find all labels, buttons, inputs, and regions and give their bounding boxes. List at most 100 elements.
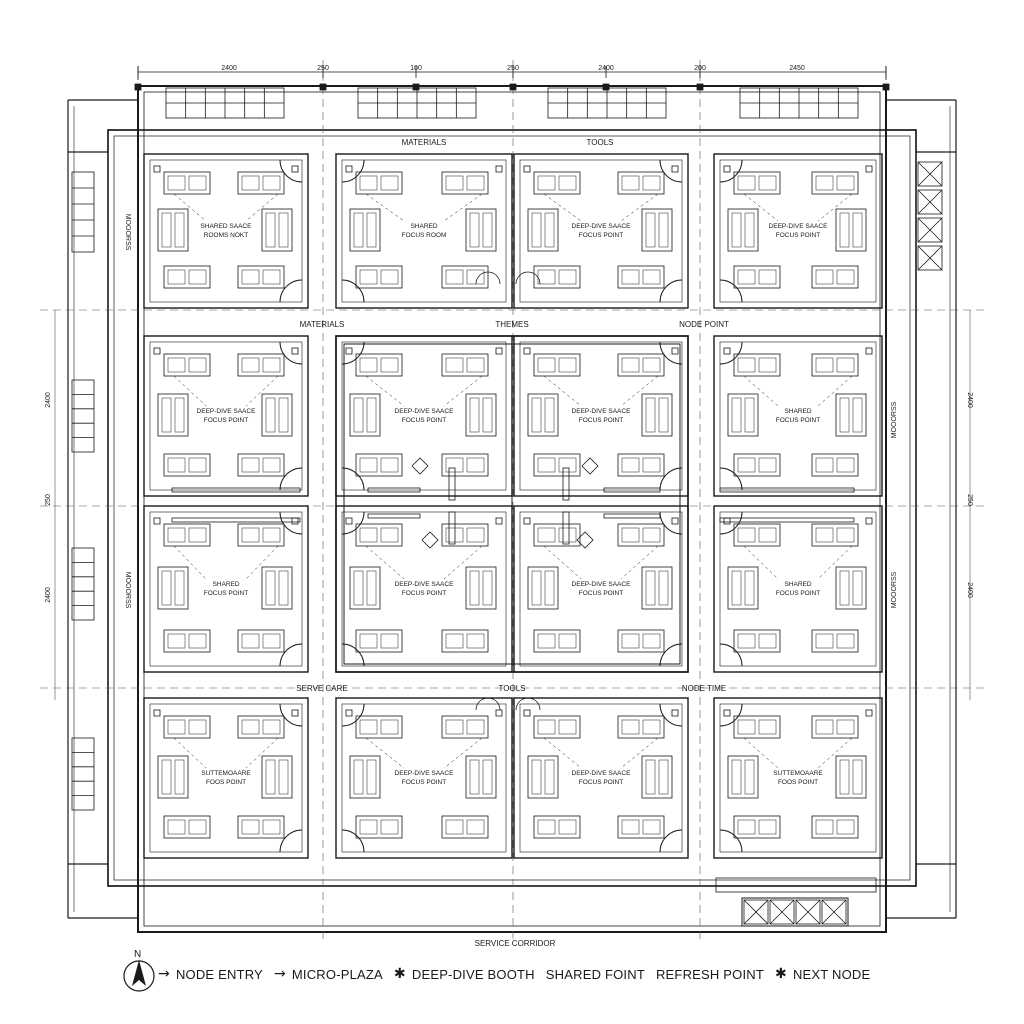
zone-label-materials: MATERIALS	[300, 320, 345, 329]
door-swing	[341, 279, 365, 303]
dimension-label: 2400	[221, 65, 237, 72]
chair	[241, 457, 260, 473]
counter	[603, 513, 661, 519]
chair	[466, 457, 485, 473]
door-swing	[279, 159, 303, 183]
desk-unit	[527, 755, 559, 799]
chair	[731, 570, 742, 606]
room-outline	[143, 335, 309, 497]
sightline	[365, 737, 405, 769]
room-label: DEEP-DIVE SAACE	[395, 770, 455, 777]
desk-unit	[465, 208, 497, 252]
building-structure	[67, 66, 957, 933]
desk-unit	[355, 715, 403, 739]
room-outline	[713, 153, 883, 309]
door-swing	[719, 279, 743, 303]
desk-unit	[533, 815, 581, 839]
room-sublabel: FOCUS POINT	[402, 417, 446, 424]
sightline	[365, 375, 405, 407]
room-block	[713, 697, 883, 859]
chair	[852, 212, 863, 248]
service-box-cross	[917, 189, 943, 215]
workstation-cluster	[723, 517, 873, 653]
chair	[537, 527, 556, 543]
chair	[262, 819, 281, 835]
room-block	[335, 335, 513, 497]
room-label: DEEP-DIVE SAACE	[572, 223, 632, 230]
chair	[621, 819, 640, 835]
workstation-cluster	[345, 709, 503, 839]
door-swing	[279, 829, 303, 853]
desk-unit	[163, 453, 211, 477]
desk-unit	[811, 171, 859, 195]
room-label: DEEP-DIVE SAACE	[572, 408, 632, 415]
door-swing	[341, 829, 365, 853]
column-stub	[345, 347, 353, 355]
column-stub	[495, 517, 503, 525]
column-stub	[495, 709, 503, 717]
chair	[737, 633, 756, 649]
chair	[380, 269, 399, 285]
service-box	[917, 217, 943, 243]
desk-unit	[441, 453, 489, 477]
room-inner-outline	[149, 703, 303, 853]
chair	[167, 269, 186, 285]
chair	[815, 633, 834, 649]
chair	[621, 527, 640, 543]
arrow-right-icon: →	[158, 966, 170, 982]
bench	[562, 467, 570, 501]
chair	[836, 357, 855, 373]
column-stub	[291, 709, 299, 717]
legend-item-micro-plaza: → MICRO-PLAZA	[274, 966, 383, 982]
room-inner-outline	[341, 341, 507, 491]
desk-unit	[355, 815, 403, 839]
legend-label: SHARED FOINT	[545, 966, 645, 982]
chair	[642, 719, 661, 735]
desk-unit	[811, 523, 859, 547]
desk-unit	[465, 566, 497, 610]
desk-unit	[349, 393, 381, 437]
chair	[359, 633, 378, 649]
chair	[758, 269, 777, 285]
chair	[544, 759, 555, 795]
chair	[167, 819, 186, 835]
desk-unit	[237, 715, 285, 739]
desk-unit	[835, 566, 867, 610]
counter	[719, 487, 855, 493]
desk-unit	[355, 523, 403, 547]
chair	[621, 357, 640, 373]
chair	[558, 719, 577, 735]
desk-unit	[727, 755, 759, 799]
door-swing	[719, 159, 743, 183]
door-swing	[341, 159, 365, 183]
dimension-label: 2400	[966, 392, 973, 408]
chair	[815, 175, 834, 191]
chair	[836, 633, 855, 649]
desk-unit	[237, 523, 285, 547]
chair	[161, 570, 172, 606]
room-label: DEEP-DIVE SAACE	[395, 408, 455, 415]
chair	[174, 212, 185, 248]
chair	[278, 759, 289, 795]
room-sublabel: FOCUS POINT	[204, 590, 248, 597]
chair	[645, 397, 656, 433]
column-marker	[696, 83, 704, 91]
room-blocks	[143, 153, 883, 859]
service-box-cross	[743, 899, 769, 925]
chair	[469, 212, 480, 248]
dimension-label: 2400	[45, 587, 52, 603]
sightline	[443, 193, 483, 222]
workstation-cluster	[153, 347, 299, 477]
chair	[188, 357, 207, 373]
room-label: DEEP-DIVE SAACE	[395, 581, 455, 588]
legend-label: NEXT NODE	[792, 966, 871, 982]
dimension-label: 250	[317, 65, 329, 72]
chair	[642, 457, 661, 473]
service-box-cross	[917, 245, 943, 271]
column-stub	[865, 709, 873, 717]
bench	[562, 511, 570, 545]
room-label: DEEP-DIVE SAACE	[197, 408, 257, 415]
zone-label-serve-care: SERVE CARE	[296, 684, 347, 693]
dimension-label: 100	[410, 65, 422, 72]
door-swing	[719, 643, 743, 667]
